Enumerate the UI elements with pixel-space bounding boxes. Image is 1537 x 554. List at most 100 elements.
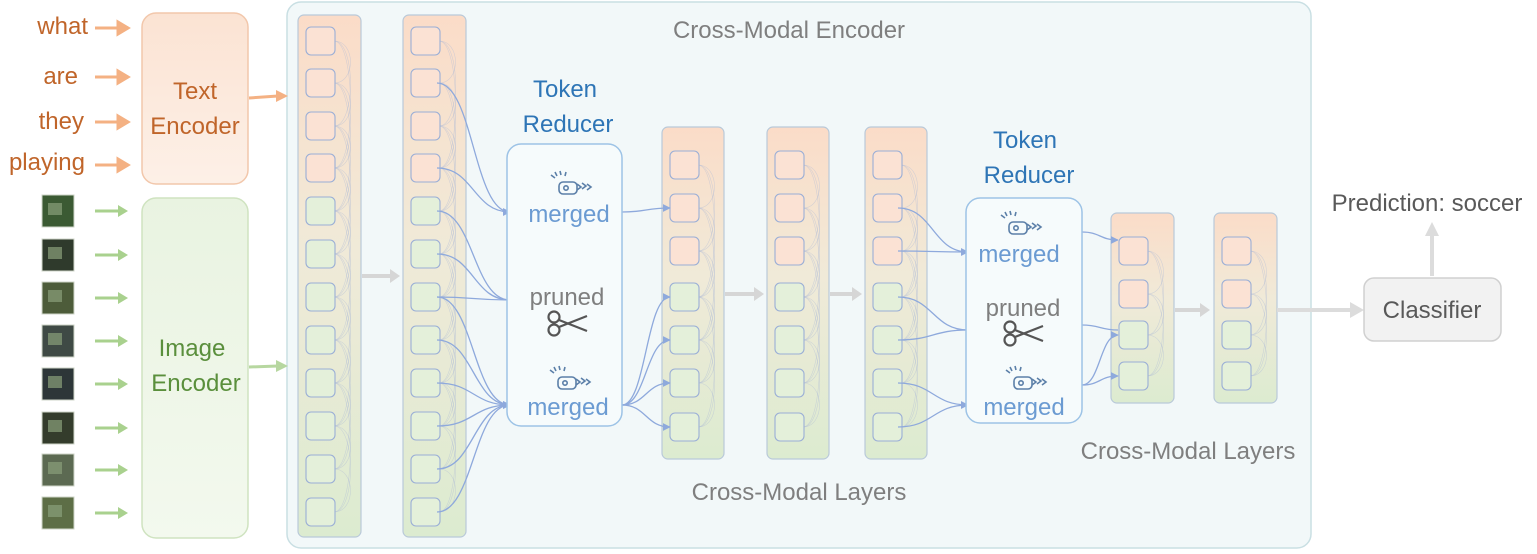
image-token <box>1118 361 1149 391</box>
token-reducer-1 <box>506 143 623 427</box>
image-patch-thumbnail <box>41 238 75 272</box>
reducer-2-pruned: pruned <box>986 295 1061 322</box>
image-patches <box>41 194 128 530</box>
zipper-icon <box>549 365 592 390</box>
right-arrow-icon <box>95 507 128 519</box>
text-token <box>669 150 700 180</box>
token-reducer-2 <box>965 197 1083 424</box>
image-token <box>410 411 441 441</box>
reducer-2-merged-top: merged <box>978 241 1059 268</box>
text-token <box>872 193 903 223</box>
image-token <box>669 325 700 355</box>
image-token <box>410 497 441 527</box>
image-token <box>410 196 441 226</box>
classifier-box <box>1363 277 1502 342</box>
text-token <box>1221 279 1252 309</box>
right-arrow-icon <box>95 422 128 434</box>
image-token <box>669 412 700 442</box>
image-patch-thumbnail <box>41 194 75 228</box>
image-encoder-label-2: Encoder <box>151 370 240 397</box>
image-token <box>305 282 336 312</box>
layer-arrow <box>1175 303 1210 317</box>
scissors-icon <box>1003 320 1044 347</box>
image-token <box>872 325 903 355</box>
image-token <box>872 368 903 398</box>
layer-arrow <box>725 287 764 301</box>
image-token <box>305 325 336 355</box>
image-patch-thumbnail <box>41 281 75 315</box>
text-token <box>669 193 700 223</box>
zipper-icon <box>1005 365 1048 390</box>
image-token <box>410 282 441 312</box>
reducer-2-merged-bottom: merged <box>983 394 1064 421</box>
cross-modal-layer <box>661 126 725 460</box>
word-playing: playing <box>9 149 85 176</box>
image-token <box>305 239 336 269</box>
image-encoder-label-1: Image <box>159 335 226 362</box>
text-token <box>1221 236 1252 266</box>
cross-modal-layers-label-1: Cross-Modal Layers <box>692 479 907 506</box>
text-token <box>305 111 336 141</box>
image-patch-thumbnail <box>41 496 75 530</box>
reducer-1-merged-top: merged <box>528 201 609 228</box>
image-encoder-box <box>141 197 249 539</box>
word-what: what <box>36 13 88 40</box>
reducer-1-merged-bottom: merged <box>527 394 608 421</box>
right-arrow-icon <box>95 378 128 390</box>
text-encoder-label-1: Text <box>173 78 217 105</box>
cross-modal-layer <box>766 126 830 460</box>
text-token <box>410 68 441 98</box>
image-token <box>305 411 336 441</box>
text-token <box>410 153 441 183</box>
text-token <box>669 236 700 266</box>
word-arrows <box>95 19 131 174</box>
layer-arrow <box>362 269 400 283</box>
text-token <box>872 150 903 180</box>
right-arrow-icon <box>95 205 128 217</box>
image-token <box>872 282 903 312</box>
text-token <box>305 153 336 183</box>
text-token <box>1118 279 1149 309</box>
right-arrow-icon <box>95 292 128 304</box>
cross-modal-layers-label-2: Cross-Modal Layers <box>1081 438 1296 465</box>
image-token <box>305 497 336 527</box>
image-patch-thumbnail <box>41 324 75 358</box>
image-token <box>774 368 805 398</box>
token-reducer-2-title-1: Token <box>993 127 1057 154</box>
encoder-output-arrows <box>248 90 288 372</box>
image-token <box>774 325 805 355</box>
right-arrow-icon <box>95 335 128 347</box>
cross-modal-layer <box>1110 212 1175 404</box>
image-token <box>305 368 336 398</box>
text-token <box>410 26 441 56</box>
up-arrow-icon <box>1425 222 1439 276</box>
text-token <box>305 68 336 98</box>
text-token <box>774 193 805 223</box>
image-token <box>410 325 441 355</box>
image-token <box>410 368 441 398</box>
cross-modal-layer <box>864 126 928 460</box>
token-reducer-2-title-2: Reducer <box>984 162 1075 189</box>
image-token <box>305 454 336 484</box>
text-token <box>1118 236 1149 266</box>
text-token <box>872 236 903 266</box>
cross-modal-layer <box>1213 212 1278 404</box>
image-patch-thumbnail <box>41 411 75 445</box>
word-they: they <box>39 108 84 135</box>
output-arrow <box>1277 302 1364 318</box>
image-token <box>669 368 700 398</box>
cross-modal-layer <box>402 14 467 538</box>
scissors-icon <box>547 310 588 337</box>
token-reducer-1-title-2: Reducer <box>523 111 614 138</box>
zipper-icon <box>1000 210 1043 235</box>
right-arrow-icon <box>95 464 128 476</box>
right-arrow-icon <box>95 249 128 261</box>
image-token <box>774 282 805 312</box>
prediction-label: Prediction: soccer <box>1332 190 1523 217</box>
text-encoder-box <box>141 12 249 185</box>
image-token <box>1221 320 1252 350</box>
image-token <box>1118 320 1149 350</box>
cross-modal-layer <box>297 14 362 538</box>
word-are: are <box>43 63 78 90</box>
